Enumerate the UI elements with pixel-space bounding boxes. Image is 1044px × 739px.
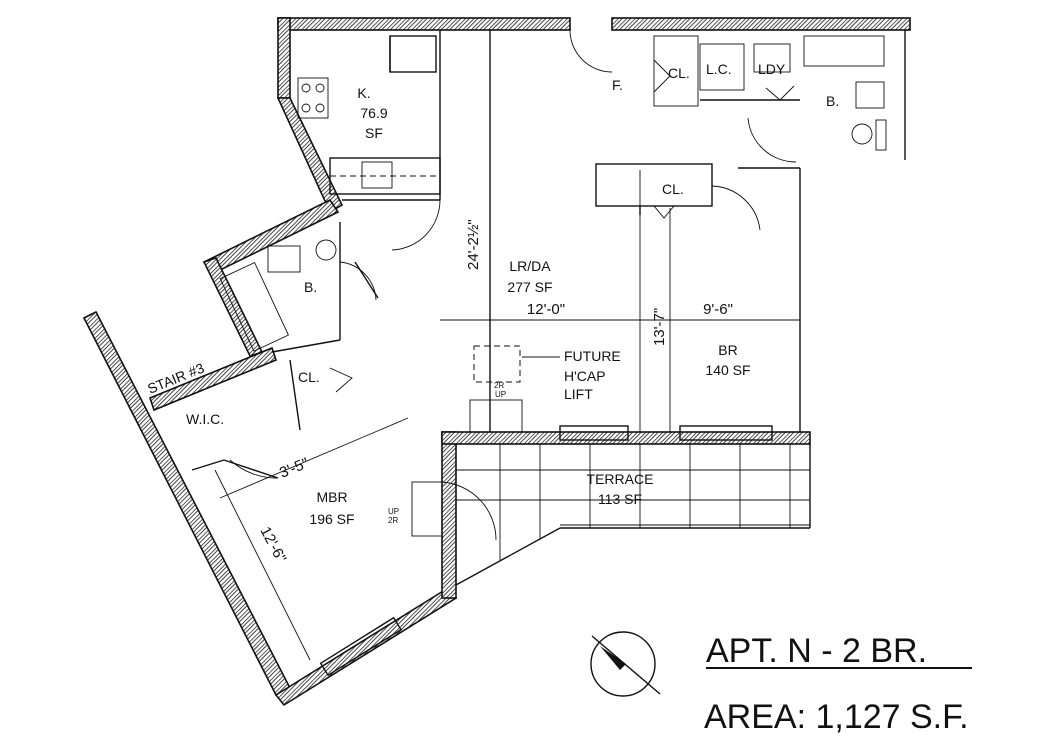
steps-terrace-up: UP — [495, 390, 506, 399]
exterior-walls — [82, 17, 911, 707]
terrace-paving — [455, 444, 811, 586]
terrace-name: TERRACE — [587, 471, 654, 487]
br-name: BR — [718, 342, 737, 358]
foyer-name: F. — [612, 77, 623, 93]
mbr-closet-name: CL. — [298, 369, 320, 385]
plan-title: APT. N - 2 BR. AREA: 1,127 S.F. — [704, 632, 972, 736]
br-closet-name: CL. — [662, 181, 684, 197]
living-name: LR/DA — [509, 258, 551, 274]
step-labels: 2R UP UP 2R — [388, 381, 506, 525]
mbr-name: MBR — [316, 489, 347, 505]
dim-mbr-depth: 12'-6" — [256, 524, 289, 566]
dim-br-depth: 13'-7" — [651, 308, 668, 346]
lift-line1: FUTURE — [564, 348, 621, 364]
lift-line3: LIFT — [564, 386, 593, 402]
lift-label: FUTURE H'CAP LIFT — [564, 348, 621, 402]
mbr-area: 196 SF — [309, 511, 354, 527]
steps-mbr-up: UP — [388, 507, 399, 516]
interior-walls — [191, 29, 906, 677]
kitchen-name: K. — [357, 85, 370, 101]
title-area: AREA: 1,127 S.F. — [704, 698, 969, 736]
entry-closet-name: CL. — [668, 65, 690, 81]
room-labels: K. 76.9 SF F. CL. L.C. LDY B. CL. LR/DA … — [145, 61, 839, 527]
kitchen-area: 76.9 — [360, 105, 387, 121]
dim-lr-depth: 24'-2½" — [465, 219, 482, 270]
dim-wic-width: 3'-5" — [277, 455, 311, 482]
linen-closet-name: L.C. — [706, 61, 732, 77]
kitchen-unit: SF — [365, 125, 383, 141]
laundry-name: LDY — [758, 61, 786, 77]
right-bath-name: B. — [826, 93, 839, 109]
living-area: 277 SF — [507, 279, 552, 295]
terrace-area: 113 SF — [598, 491, 642, 507]
dim-lr-width: 12'-0" — [527, 301, 565, 318]
steps-mbr: 2R — [388, 516, 398, 525]
north-arrow-icon — [590, 631, 661, 697]
dim-br-width: 9'-6" — [703, 301, 733, 318]
left-bath-name: B. — [304, 279, 317, 295]
wic-name: W.I.C. — [186, 411, 224, 427]
title-apartment: APT. N - 2 BR. — [706, 632, 927, 670]
steps-terrace: 2R — [494, 381, 504, 390]
lift-line2: H'CAP — [564, 368, 606, 384]
br-area: 140 SF — [705, 362, 750, 378]
